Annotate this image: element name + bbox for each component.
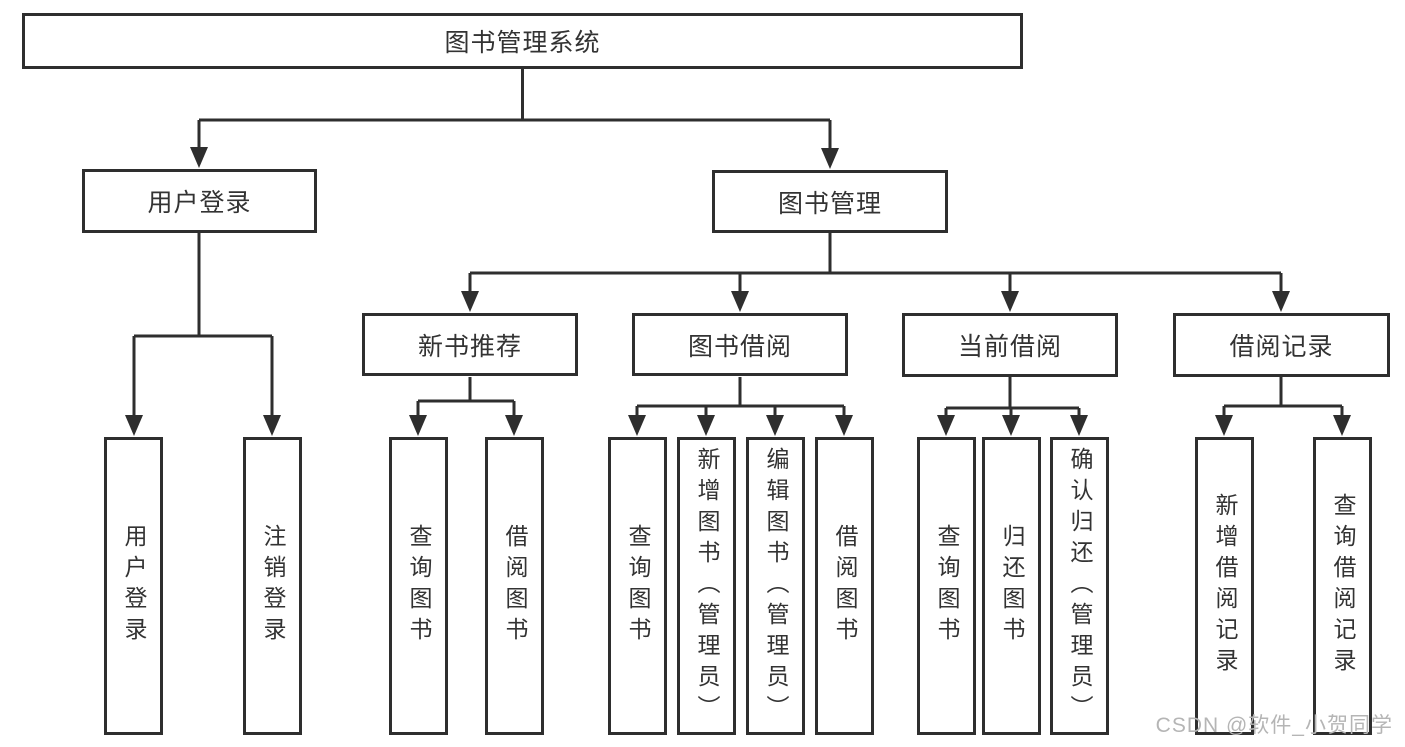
leaf-bor-borrow-books-label: 借阅图书 [832,524,858,648]
arrowheads [125,147,1351,436]
node-book-mgmt: 图书管理 [712,170,948,233]
leaf-rec-borrow-books-label: 借阅图书 [502,524,528,648]
leaf-logout-label: 注销登录 [260,524,286,648]
node-book-borrow-label: 图书借阅 [687,332,792,361]
connector-current [944,377,1081,418]
leaf-bor-add-books: 新增图书（管理员） [677,437,736,735]
leaf-user-login: 用户登录 [104,437,163,735]
leaf-bor-query-books: 查询图书 [608,437,667,735]
leaf-cur-return-books: 归还图书 [982,437,1041,735]
node-new-book-rec-label: 新书推荐 [417,332,522,361]
node-new-book-rec: 新书推荐 [362,313,578,376]
connector-user-login [132,233,274,418]
leaf-bor-edit-books-label: 编辑图书（管理员） [763,446,789,726]
leaf-cur-confirm-return-label: 确认归还（管理员） [1067,446,1093,726]
connector-new-rec [416,377,516,418]
leaf-recd-add-record: 新增借阅记录 [1195,437,1254,735]
node-user-login-label: 用户登录 [147,189,252,217]
leaf-logout: 注销登录 [243,437,302,735]
node-root-label: 图书管理系统 [444,29,601,57]
leaf-recd-add-record-label: 新增借阅记录 [1212,493,1238,679]
leaf-cur-query-books: 查询图书 [917,437,976,735]
leaf-recd-query-record: 查询借阅记录 [1313,437,1372,735]
connector-borrow [635,377,846,418]
leaf-bor-borrow-books: 借阅图书 [815,437,874,735]
connector-root [197,69,832,150]
leaf-cur-confirm-return: 确认归还（管理员） [1050,437,1109,735]
node-book-borrow: 图书借阅 [632,313,848,376]
leaf-bor-edit-books: 编辑图书（管理员） [746,437,805,735]
leaf-rec-borrow-books: 借阅图书 [485,437,544,735]
node-current-borrow-label: 当前借阅 [957,333,1062,361]
leaf-recd-query-record-label: 查询借阅记录 [1330,493,1356,679]
leaf-bor-add-books-label: 新增图书（管理员） [694,446,720,726]
leaf-rec-query-books-label: 查询图书 [406,524,432,648]
leaf-cur-query-books-label: 查询图书 [934,524,960,648]
node-root: 图书管理系统 [22,13,1023,69]
node-user-login: 用户登录 [82,169,317,233]
node-current-borrow: 当前借阅 [902,313,1118,377]
node-book-mgmt-label: 图书管理 [777,189,882,218]
leaf-bor-query-books-label: 查询图书 [625,524,651,648]
node-borrow-records: 借阅记录 [1173,313,1390,377]
leaf-rec-query-books: 查询图书 [389,437,448,735]
leaf-cur-return-books-label: 归还图书 [999,524,1025,648]
node-borrow-records-label: 借阅记录 [1229,333,1334,361]
connector-book-mgmt [468,233,1283,294]
leaf-user-login-label: 用户登录 [121,524,147,648]
connector-records [1222,377,1344,418]
